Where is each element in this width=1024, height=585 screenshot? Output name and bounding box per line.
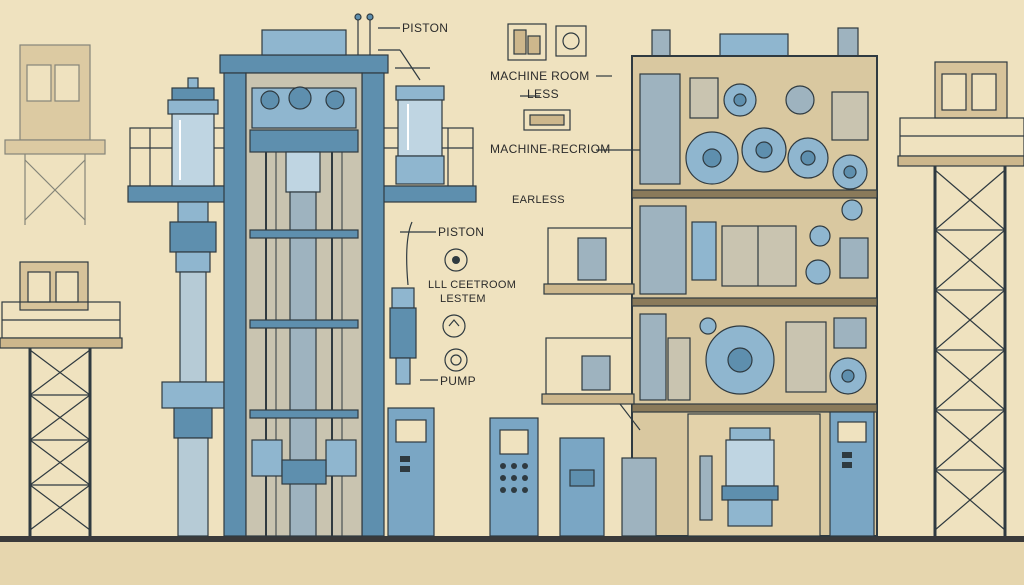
motor-room-mid	[639, 199, 869, 295]
ground-floor-motor	[687, 413, 821, 537]
control-panel-right	[829, 411, 875, 537]
label-gearless: EARLESS	[512, 194, 565, 206]
label-cell-eetroom-line1: LLL CEETROOM	[428, 279, 516, 291]
right-tower	[897, 61, 1024, 536]
left-background-tower	[4, 44, 106, 225]
left-tower	[0, 261, 123, 536]
label-machine-room-less-line1: MACHINE ROOM	[490, 69, 590, 83]
piston-tower	[127, 13, 477, 537]
shaft-roof	[219, 54, 389, 74]
label-machine-recriom: MACHINE-RECRIOM	[490, 142, 611, 156]
gauge-schematic-icon	[523, 109, 571, 131]
label-piston-top: PISTON	[402, 21, 448, 35]
control-panel-1	[387, 407, 435, 537]
shaft-right-rail	[361, 72, 385, 537]
hydraulic-cylinder-left	[161, 77, 225, 537]
shaft-machinery	[249, 86, 359, 537]
control-panel-keypad	[489, 417, 539, 537]
motor-schematic-icon	[555, 25, 587, 57]
ground-shadow	[0, 542, 1024, 585]
machine-room-building	[541, 27, 878, 537]
label-cell-eetroom-line2: LESTEM	[440, 293, 486, 305]
label-pump: PUMP	[440, 374, 476, 388]
hydraulic-tank-right	[395, 85, 445, 185]
gear-cluster-top	[639, 73, 869, 190]
callout-lines	[378, 27, 640, 381]
pump-unit	[389, 221, 417, 385]
control-cabinet	[559, 437, 605, 537]
label-machine-room-less-line2: LESS	[527, 87, 559, 101]
ground-line	[0, 536, 1024, 542]
label-piston-mid: PISTON	[438, 225, 484, 239]
gearbox-room	[639, 313, 867, 401]
piston-valve-icon	[444, 248, 468, 272]
pump-gauge-icon	[444, 348, 468, 372]
pressure-gauge-icon	[442, 314, 466, 338]
shaft-left-rail	[223, 72, 247, 537]
gear-schematic-icon	[507, 23, 547, 61]
